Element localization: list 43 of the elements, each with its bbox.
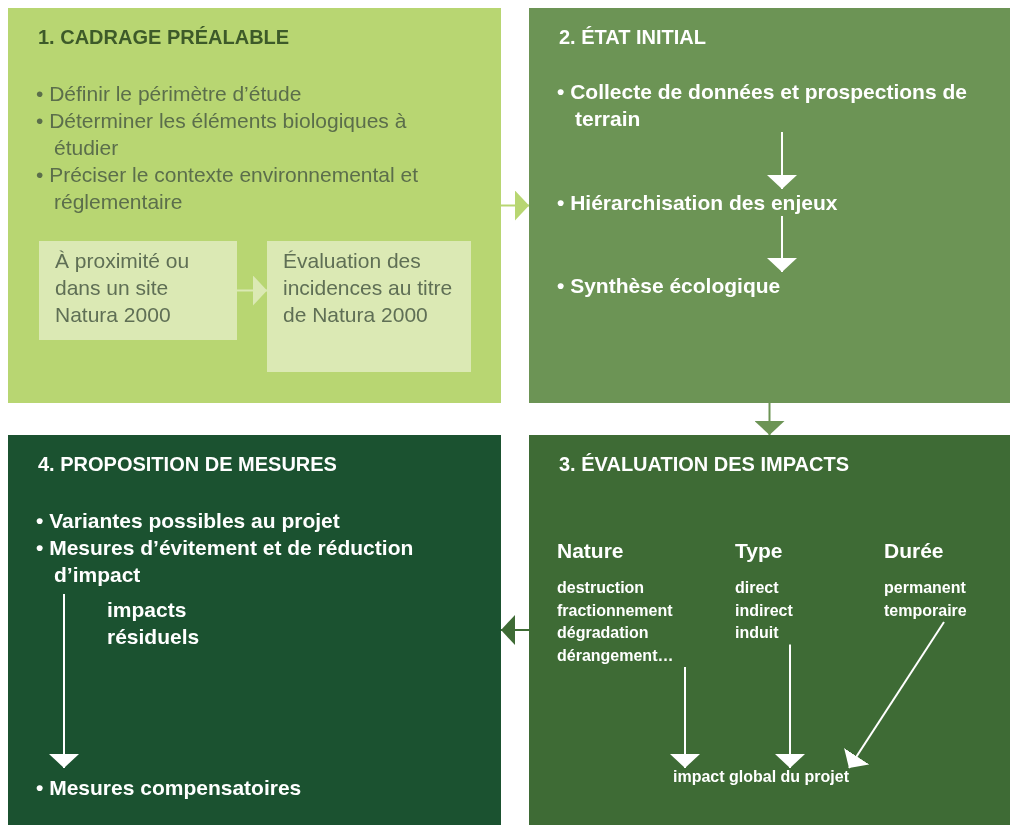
arrow — [670, 666, 700, 769]
step-panel — [529, 8, 1010, 403]
step-panel — [529, 435, 1010, 825]
arrow — [754, 402, 785, 436]
arrow — [236, 275, 268, 306]
arrow — [844, 621, 945, 769]
bullet-text: • Mesures d’évitement et de réduction d’impact — [36, 534, 486, 588]
arrow — [775, 643, 805, 769]
list-item: induit — [735, 623, 780, 643]
arrow — [49, 593, 79, 769]
arrow — [767, 215, 797, 273]
step-panel — [8, 8, 501, 403]
bullet-text: • Collecte de données et prospections de terrain — [557, 78, 1007, 132]
list-item: dégradation — [557, 623, 650, 643]
list-item: temporaire — [884, 600, 968, 621]
list-item: destruction — [557, 578, 646, 598]
bullet-text: • Préciser le contexte environnemental et réglementaire — [36, 162, 420, 215]
info-box: Évaluation des incidences au titre de Natura 2000 — [267, 241, 471, 372]
list-item: direct — [735, 578, 780, 598]
bullet-text: • Mesures compensatoires — [36, 774, 486, 801]
bullet-text: • Hiérarchisation des enjeux — [557, 189, 1007, 216]
list-item: dérangement… — [557, 645, 675, 666]
arrow — [500, 615, 530, 645]
step-heading: 2. ÉTAT INITIAL — [559, 26, 707, 49]
bullet-text: • Définir le périmètre d’étude — [36, 81, 303, 107]
step-heading: 1. CADRAGE PRÉALABLE — [38, 26, 290, 49]
step-heading: 4. PROPOSITION DE MESURES — [38, 453, 337, 476]
list-item: fractionnement — [557, 600, 674, 621]
arrow — [500, 190, 530, 221]
step-panel — [8, 435, 501, 825]
step-heading: 3. ÉVALUATION DES IMPACTS — [559, 453, 850, 476]
result-text: impact global du projet — [673, 768, 849, 786]
column-heading: Nature — [557, 539, 625, 563]
list-item: indirect — [735, 600, 794, 621]
info-box: À proximité ou dans un site Natura 2000 — [39, 241, 237, 340]
column-heading: Type — [735, 539, 784, 563]
bullet-text: • Déterminer les éléments biologiques à étudier — [36, 108, 408, 161]
column-heading: Durée — [884, 539, 945, 563]
edge-label: impacts résiduels — [107, 597, 201, 650]
list-item: permanent — [884, 578, 967, 598]
bullet-text: • Synthèse écologique — [557, 272, 1007, 299]
arrow — [767, 131, 797, 190]
bullet-text: • Variantes possibles au projet — [36, 507, 486, 534]
